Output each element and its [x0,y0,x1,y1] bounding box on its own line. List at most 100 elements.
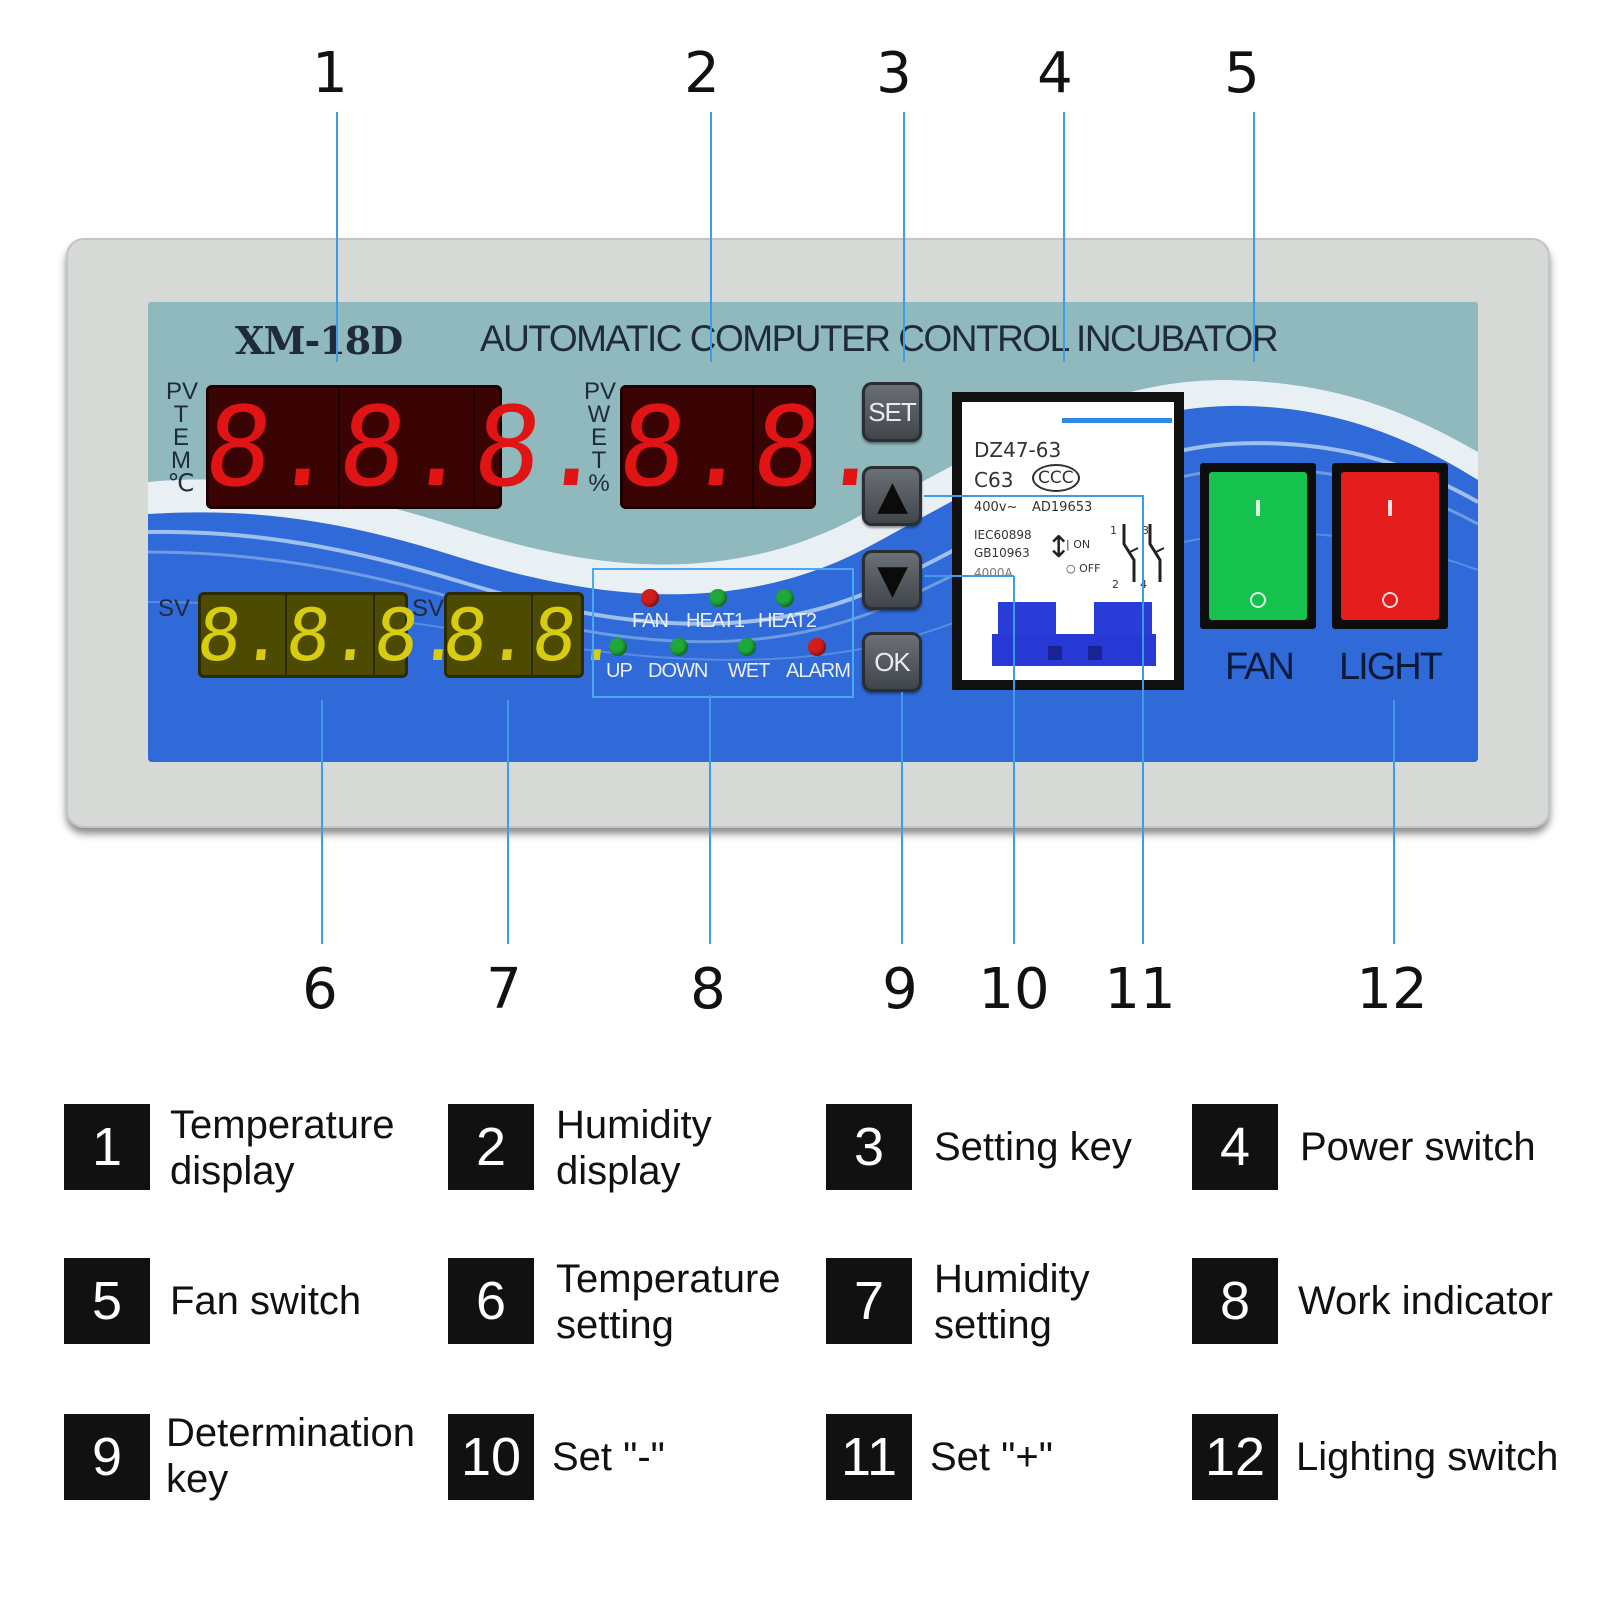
light-switch-label: LIGHT [1339,646,1443,688]
indicator-heat1-lamp [709,589,727,607]
indicator-wet-lamp [738,638,756,656]
leader-line-5 [1253,112,1255,362]
leader-line-11 [1142,496,1144,944]
breaker-pin-2: 2 [1112,578,1119,591]
leader-line-10-h [924,575,1014,577]
breaker-standard-2: GB10963 [974,546,1030,560]
temperature-display: 8. 8. 8. [199,383,614,511]
callout-5: 5 [1224,41,1260,106]
callout-9: 9 [882,957,918,1022]
legend-number-8: 8 [1192,1258,1278,1344]
callout-8: 8 [690,957,726,1022]
callout-10: 10 [978,957,1050,1022]
breaker-pin-1: 1 [1110,524,1117,537]
switch-off-mark-icon [1382,592,1398,608]
indicator-heat2-lamp [776,589,794,607]
indicator-up-label: UP [606,660,633,682]
leader-line-1 [336,112,338,362]
legend-text-10: Set "-" [552,1435,665,1479]
callout-7: 7 [486,957,522,1022]
legend-number-2: 2 [448,1104,534,1190]
humidity-display: 8. 8. [613,383,893,511]
power-switch-breaker[interactable]: DZ47-63 C63 CCC 400v~ AD19653 IEC60898 G… [952,392,1184,690]
legend-text-9: Determination key [166,1411,416,1501]
legend-text-4: Power switch [1300,1125,1536,1169]
callout-12: 12 [1356,957,1428,1022]
indicator-down-label: DOWN [648,660,708,682]
breaker-cert: AD19653 [1032,500,1093,515]
legend-text-8: Work indicator [1298,1279,1553,1323]
leader-line-8 [709,695,711,944]
indicator-up-lamp [609,638,627,656]
legend-number-9: 9 [64,1414,150,1500]
switch-off-mark-icon [1250,592,1266,608]
legend-text-11: Set "+" [930,1435,1053,1479]
legend-number-7: 7 [826,1258,912,1344]
indicator-alarm-label: ALARM [786,660,851,682]
humidity-sv-label: SV [412,595,445,622]
humidity-digit: 8. [613,383,760,511]
fan-switch-label: FAN [1225,646,1295,688]
humidity-pv-label: PV W E T % [584,378,617,497]
legend-text-12: Lighting switch [1296,1435,1559,1479]
indicator-alarm-lamp [808,638,826,656]
breaker-voltage: 400v~ [974,500,1018,515]
legend-number-4: 4 [1192,1104,1278,1190]
legend-number-1: 1 [64,1104,150,1190]
temp-sv-digit: 8. [193,593,290,677]
panel-title: AUTOMATIC COMPUTER CONTROL INCUBATOR [480,318,1279,359]
legend-text-7: Humidity setting [934,1257,1090,1347]
legend-text-6: Temperature setting [556,1257,781,1347]
breaker-off-label: ○ OFF [1066,562,1101,575]
leader-line-12 [1393,700,1395,944]
leader-line-2 [710,112,712,362]
indicator-down-lamp [670,638,688,656]
legend-text-2: Humidity display [556,1103,712,1193]
indicator-heat2-label: HEAT2 [758,610,817,632]
indicator-wet-label: WET [728,660,770,682]
breaker-model: DZ47-63 [974,438,1062,462]
callout-11: 11 [1104,957,1176,1022]
switch-on-mark-icon [1388,500,1392,516]
legend-text-1: Temperature display [170,1103,395,1193]
breaker-pin-3: 3 [1142,524,1149,537]
breaker-on-label: | ON [1066,538,1091,551]
leader-line-6 [321,700,323,944]
breaker-standard-1: IEC60898 [974,528,1032,542]
set-key-button[interactable]: SET [862,382,922,442]
temp-sv-digit: 8. [282,593,378,677]
leader-line-7 [507,700,509,944]
fan-switch[interactable] [1200,463,1316,629]
legend-text-3: Setting key [934,1125,1132,1169]
work-indicator-group [592,568,854,698]
legend-number-6: 6 [448,1258,534,1344]
leader-line-4 [1063,112,1065,362]
up-key-button[interactable]: ▲ [862,466,922,526]
breaker-rating: C63 [974,468,1014,492]
indicator-fan-lamp [641,589,659,607]
leader-line-11-h [924,495,1144,497]
model-name: XM-18D [235,318,403,363]
ccc-mark: CCC [1032,464,1080,492]
leader-line-9 [901,692,903,944]
breaker-capacity: 4000A [974,566,1013,580]
legend-number-10: 10 [448,1414,534,1500]
down-key-button[interactable]: ▼ [862,550,922,610]
indicator-fan-label: FAN [632,610,669,632]
temp-digit: 8. [333,383,480,511]
triangle-down-icon: ▼ [877,557,908,603]
callout-6: 6 [302,957,338,1022]
ok-key-button[interactable]: OK [862,632,922,692]
light-switch[interactable] [1332,463,1448,629]
leader-line-10 [1013,576,1015,944]
callout-1: 1 [312,41,348,106]
switch-on-mark-icon [1256,500,1260,516]
breaker-toggle-handle[interactable] [992,602,1156,668]
indicator-heat1-label: HEAT1 [686,610,745,632]
humidity-sv-digit: 8. [439,593,536,677]
legend-number-11: 11 [826,1414,912,1500]
legend-number-12: 12 [1192,1414,1278,1500]
leader-line-3 [903,112,905,362]
legend-text-5: Fan switch [170,1279,362,1323]
callout-3: 3 [876,41,912,106]
